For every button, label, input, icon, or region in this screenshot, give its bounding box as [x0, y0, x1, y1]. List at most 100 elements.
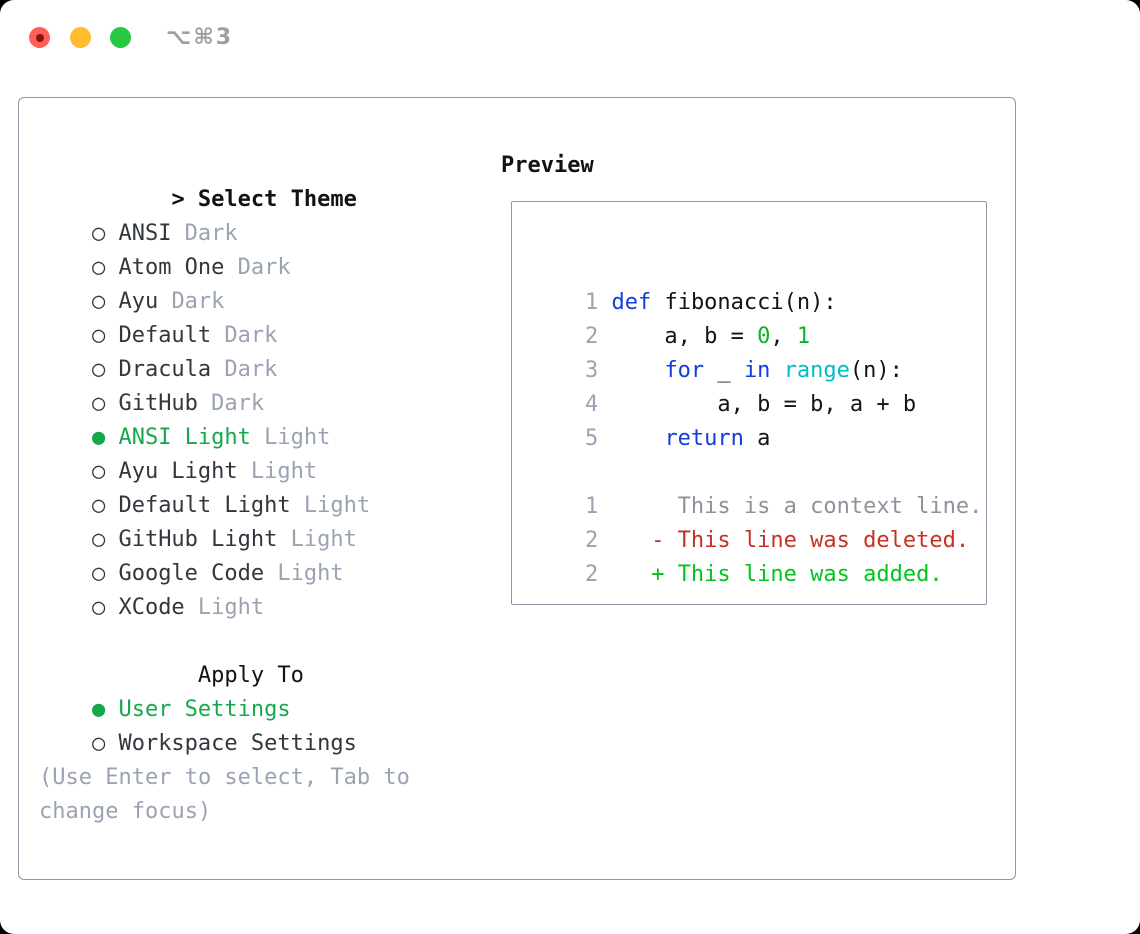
- theme-tag: Dark: [237, 255, 291, 280]
- radio-icon: ○: [91, 731, 106, 756]
- code-segment: def: [611, 290, 652, 315]
- hint-text: (Use Enter to select, Tab to change focus…: [39, 761, 410, 829]
- theme-name: Dracula: [118, 357, 212, 382]
- theme-name: GitHub: [118, 391, 198, 416]
- code-line: 2 + This line was added.: [532, 524, 982, 587]
- line-number: 5: [584, 426, 599, 451]
- line-content: a, b = 0, 1: [611, 324, 810, 349]
- radio-icon: ○: [91, 561, 106, 586]
- apply-to-option[interactable]: ○ Workspace Settings: [39, 693, 410, 756]
- theme-name: Atom One: [118, 255, 225, 280]
- theme-item[interactable]: ○ Google Code Light: [39, 523, 410, 586]
- radio-icon: ○: [91, 391, 106, 416]
- code-segment: for: [664, 358, 705, 383]
- apply-to-options: ●User Settings ○ Workspace Settings: [39, 659, 410, 756]
- radio-icon: ●: [91, 425, 106, 450]
- hint-line: change focus): [39, 799, 212, 824]
- apply-to-title: Apply To: [197, 663, 304, 688]
- radio-icon: ○: [91, 357, 106, 382]
- theme-tag: Light: [277, 561, 344, 586]
- code-line: 5 return a: [532, 388, 982, 451]
- theme-name: Google Code: [118, 561, 265, 586]
- line-number: 3: [584, 358, 599, 383]
- theme-name: Default Light: [118, 493, 291, 518]
- radio-icon: ○: [91, 459, 106, 484]
- code-line: 1 def fibonacci(n):: [532, 252, 982, 315]
- code-segment: [611, 426, 664, 451]
- preview-box: 1 def fibonacci(n): 2 a, b = 0, 1 3 for _…: [511, 201, 987, 605]
- radio-icon: ●: [91, 697, 106, 722]
- keyboard-shortcut-label: ⌥⌘3: [166, 25, 234, 50]
- line-content: - This line was deleted.: [611, 528, 969, 553]
- zoom-button[interactable]: [110, 27, 131, 48]
- line-content: return a: [611, 426, 770, 451]
- code-segment: [611, 358, 664, 383]
- theme-item[interactable]: ○ Dracula Dark: [39, 319, 410, 382]
- theme-item[interactable]: ● ANSI Light Light: [39, 387, 410, 450]
- code-line: 3 for _ in range(n):: [532, 320, 982, 383]
- radio-icon: ○: [91, 255, 106, 280]
- code-line: 4 a, b = b, a + b: [532, 354, 982, 417]
- code-segment: a, b = b, a + b: [611, 392, 917, 417]
- code-line: 2 - This line was deleted.: [532, 490, 982, 553]
- close-button[interactable]: [29, 27, 50, 48]
- line-number: 1: [584, 290, 599, 315]
- theme-tag: Dark: [224, 357, 278, 382]
- theme-name: Ayu: [118, 289, 159, 314]
- theme-name: ANSI: [118, 221, 172, 246]
- theme-item[interactable]: ○ Default Light Light: [39, 455, 410, 518]
- code-line: 1 This is a context line.: [532, 456, 982, 519]
- theme-name: ANSI Light: [118, 425, 251, 450]
- theme-item[interactable]: ○ GitHub Light Light: [39, 489, 410, 552]
- line-content: This is a context line.: [611, 494, 983, 519]
- code-segment: + This line was added.: [611, 562, 943, 587]
- code-preview: 1 def fibonacci(n): 2 a, b = 0, 1 3 for _…: [532, 252, 982, 587]
- theme-tag: Light: [290, 527, 357, 552]
- theme-item[interactable]: ○ XCode Light: [39, 557, 410, 620]
- theme-tag: Dark: [171, 289, 225, 314]
- theme-tag: Dark: [224, 323, 278, 348]
- theme-item[interactable]: ○ Atom One Dark: [39, 217, 410, 280]
- code-segment: fibonacci(n):: [651, 290, 837, 315]
- option-name: Workspace Settings: [118, 731, 357, 756]
- line-number: 2: [584, 324, 599, 349]
- select-theme-title: Select Theme: [197, 187, 357, 212]
- hint-line: (Use Enter to select, Tab to: [39, 765, 410, 790]
- code-segment: in: [743, 358, 771, 383]
- theme-name: GitHub Light: [118, 527, 278, 552]
- radio-icon: ○: [91, 527, 106, 552]
- line-content: a, b = b, a + b: [611, 392, 916, 417]
- code-segment: - This line was deleted.: [611, 528, 970, 553]
- theme-tag: Light: [264, 425, 331, 450]
- line-number: 1: [584, 494, 599, 519]
- theme-tag: Dark: [184, 221, 238, 246]
- line-content: def fibonacci(n):: [611, 290, 836, 315]
- minimize-button[interactable]: [70, 27, 91, 48]
- theme-tag: Light: [250, 459, 318, 484]
- apply-to-header: Apply To: [39, 625, 410, 688]
- theme-name: XCode: [118, 595, 185, 620]
- code-segment: (n):: [849, 358, 903, 383]
- line-content: for _ in range(n):: [611, 358, 902, 383]
- line-number: 4: [584, 392, 599, 417]
- select-theme-header: > Select Theme: [39, 149, 410, 212]
- theme-item[interactable]: ○ GitHub Dark: [39, 353, 410, 416]
- radio-icon: ○: [91, 289, 106, 314]
- code-segment: _: [704, 358, 744, 383]
- theme-item[interactable]: ○ Ayu Dark: [39, 251, 410, 314]
- apply-to-option[interactable]: ●User Settings: [39, 659, 410, 722]
- code-segment: ,: [770, 324, 797, 349]
- code-segment: return: [664, 426, 744, 451]
- preview-title: Preview: [501, 153, 594, 178]
- theme-tag: Light: [303, 493, 371, 518]
- code-segment: a: [743, 426, 771, 451]
- prompt-icon: >: [171, 187, 185, 212]
- code-segment: [770, 358, 783, 383]
